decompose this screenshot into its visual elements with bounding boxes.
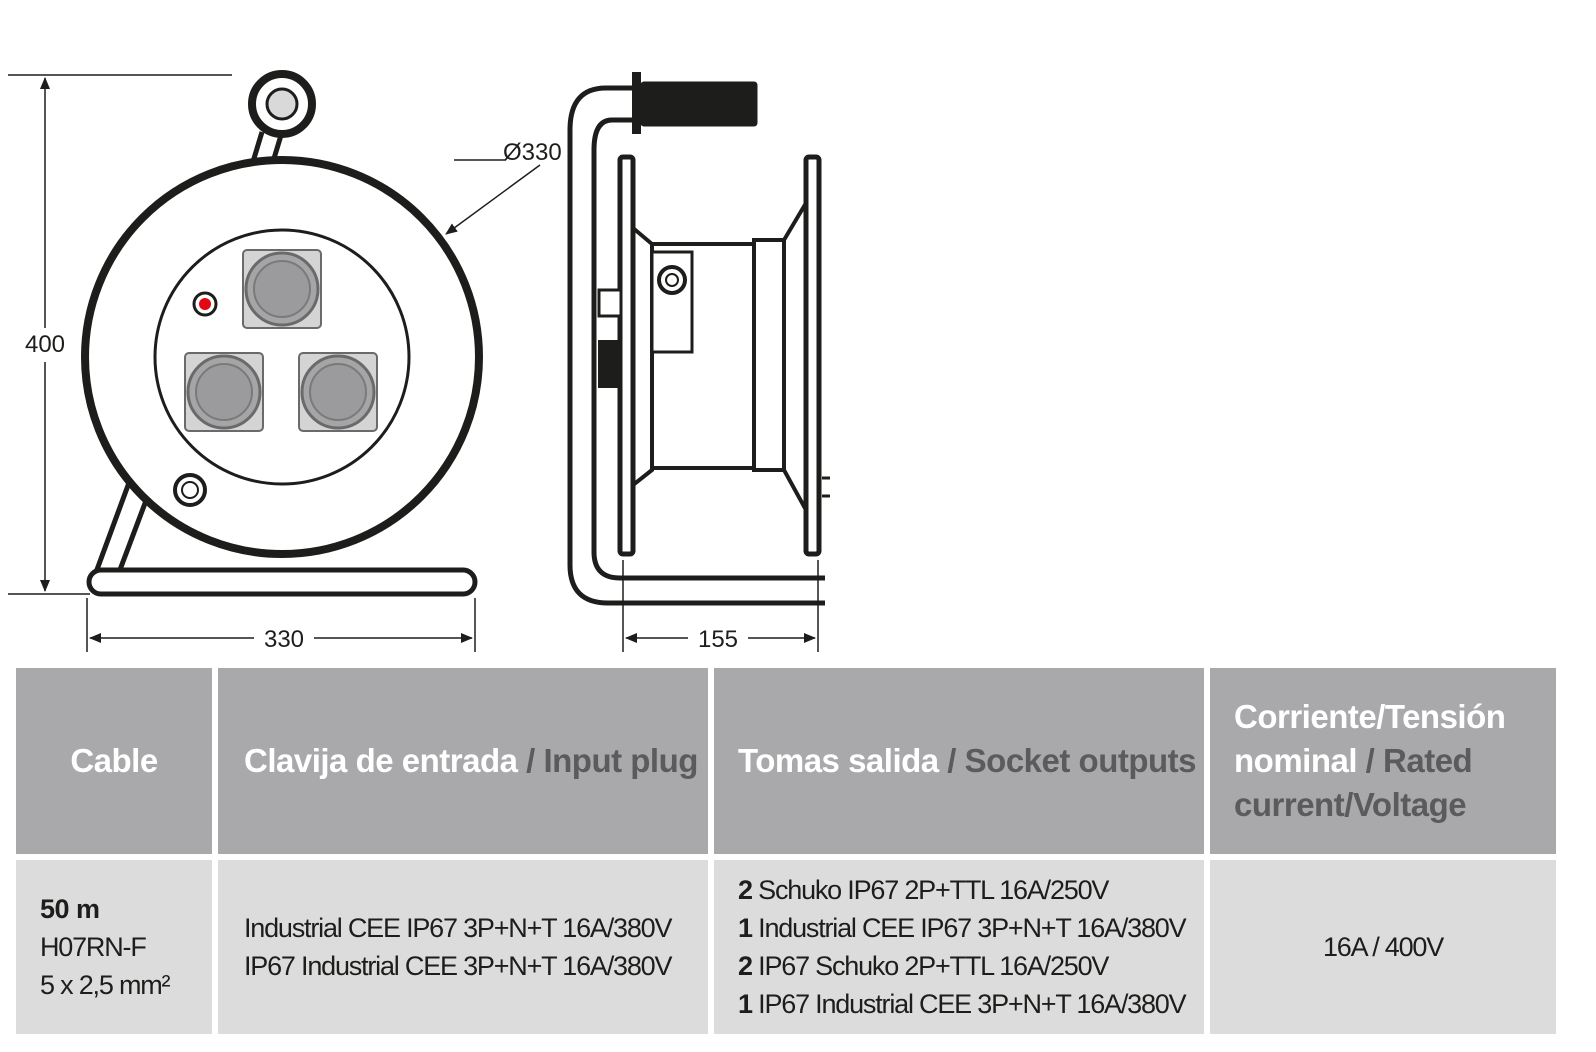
reel-flange-left (617, 154, 636, 557)
input-plug-line: IP67 Industrial CEE 3P+N+T 16A/380V (244, 951, 672, 981)
dimension-height (8, 74, 232, 595)
header-socket-outputs-es: Tomas salida (738, 742, 939, 779)
cable-length: 50 m (40, 894, 100, 924)
header-rated-en: Rated current/Voltage (1234, 742, 1473, 823)
reel-flange-right (803, 154, 822, 557)
dimension-width-front-label: 330 (264, 626, 304, 653)
frame-tube (567, 85, 825, 606)
spec-table: Cable Clavija de entrada / Input plug To… (0, 668, 1596, 1052)
header-rated: Corriente/Tensión nominal / Rated curren… (1210, 668, 1556, 854)
header-rated-es: Corriente/Tensión nominal (1234, 698, 1506, 779)
header-separator: / (938, 742, 965, 779)
base-bar (86, 567, 478, 597)
cable-type: H07RN-F (40, 932, 147, 962)
socket-output-line: 2 IP67 Schuko 2P+TTL 16A/250V (738, 951, 1109, 981)
cable-section: 5 x 2,5 mm² (40, 970, 171, 1000)
dimension-diameter (445, 159, 541, 235)
header-separator: / (1357, 742, 1384, 779)
header-input-plug: Clavija de entrada / Input plug (218, 668, 708, 854)
header-separator: / (517, 742, 544, 779)
header-socket-outputs-en: Socket outputs (964, 742, 1197, 779)
socket-output-line: 2 Schuko IP67 2P+TTL 16A/250V (738, 875, 1109, 905)
socket-top (242, 249, 322, 329)
cell-cable: 50 m H07RN-F 5 x 2,5 mm² (16, 860, 212, 1034)
cell-rated: 16A / 400V (1210, 860, 1556, 1034)
socket-output-line: 1 Industrial CEE IP67 3P+N+T 16A/380V (738, 913, 1187, 943)
front-view (81, 70, 483, 597)
socket-bottom-left (184, 352, 264, 432)
socket-output-line: 1 IP67 Industrial CEE 3P+N+T 16A/380V (738, 989, 1187, 1019)
dimension-width-front (86, 598, 476, 652)
input-plug-line: Industrial CEE IP67 3P+N+T 16A/380V (244, 913, 672, 943)
header-cable-label: Cable (70, 742, 158, 779)
header-input-plug-es: Clavija de entrada (244, 742, 518, 779)
dimension-height-label: 400 (25, 331, 65, 358)
socket-bottom-right (298, 352, 378, 432)
dimension-depth-side-label: 155 (698, 626, 738, 653)
header-socket-outputs: Tomas salida / Socket outputs (714, 668, 1204, 854)
cell-input-plug: Industrial CEE IP67 3P+N+T 16A/380V IP67… (218, 860, 708, 1034)
side-view (567, 72, 830, 606)
dimension-diameter-label: Ø330 (503, 139, 562, 166)
header-input-plug-en: Input plug (543, 742, 698, 779)
header-cable: Cable (16, 668, 212, 854)
rated-value: 16A / 400V (1322, 932, 1444, 962)
cell-socket-outputs: 2 Schuko IP67 2P+TTL 16A/250V 1 Industri… (714, 860, 1204, 1034)
handle-grip (640, 81, 758, 127)
dimension-depth-side (622, 560, 819, 652)
cable-reel-technical-drawing: 400 330 Ø330 (8, 70, 830, 653)
